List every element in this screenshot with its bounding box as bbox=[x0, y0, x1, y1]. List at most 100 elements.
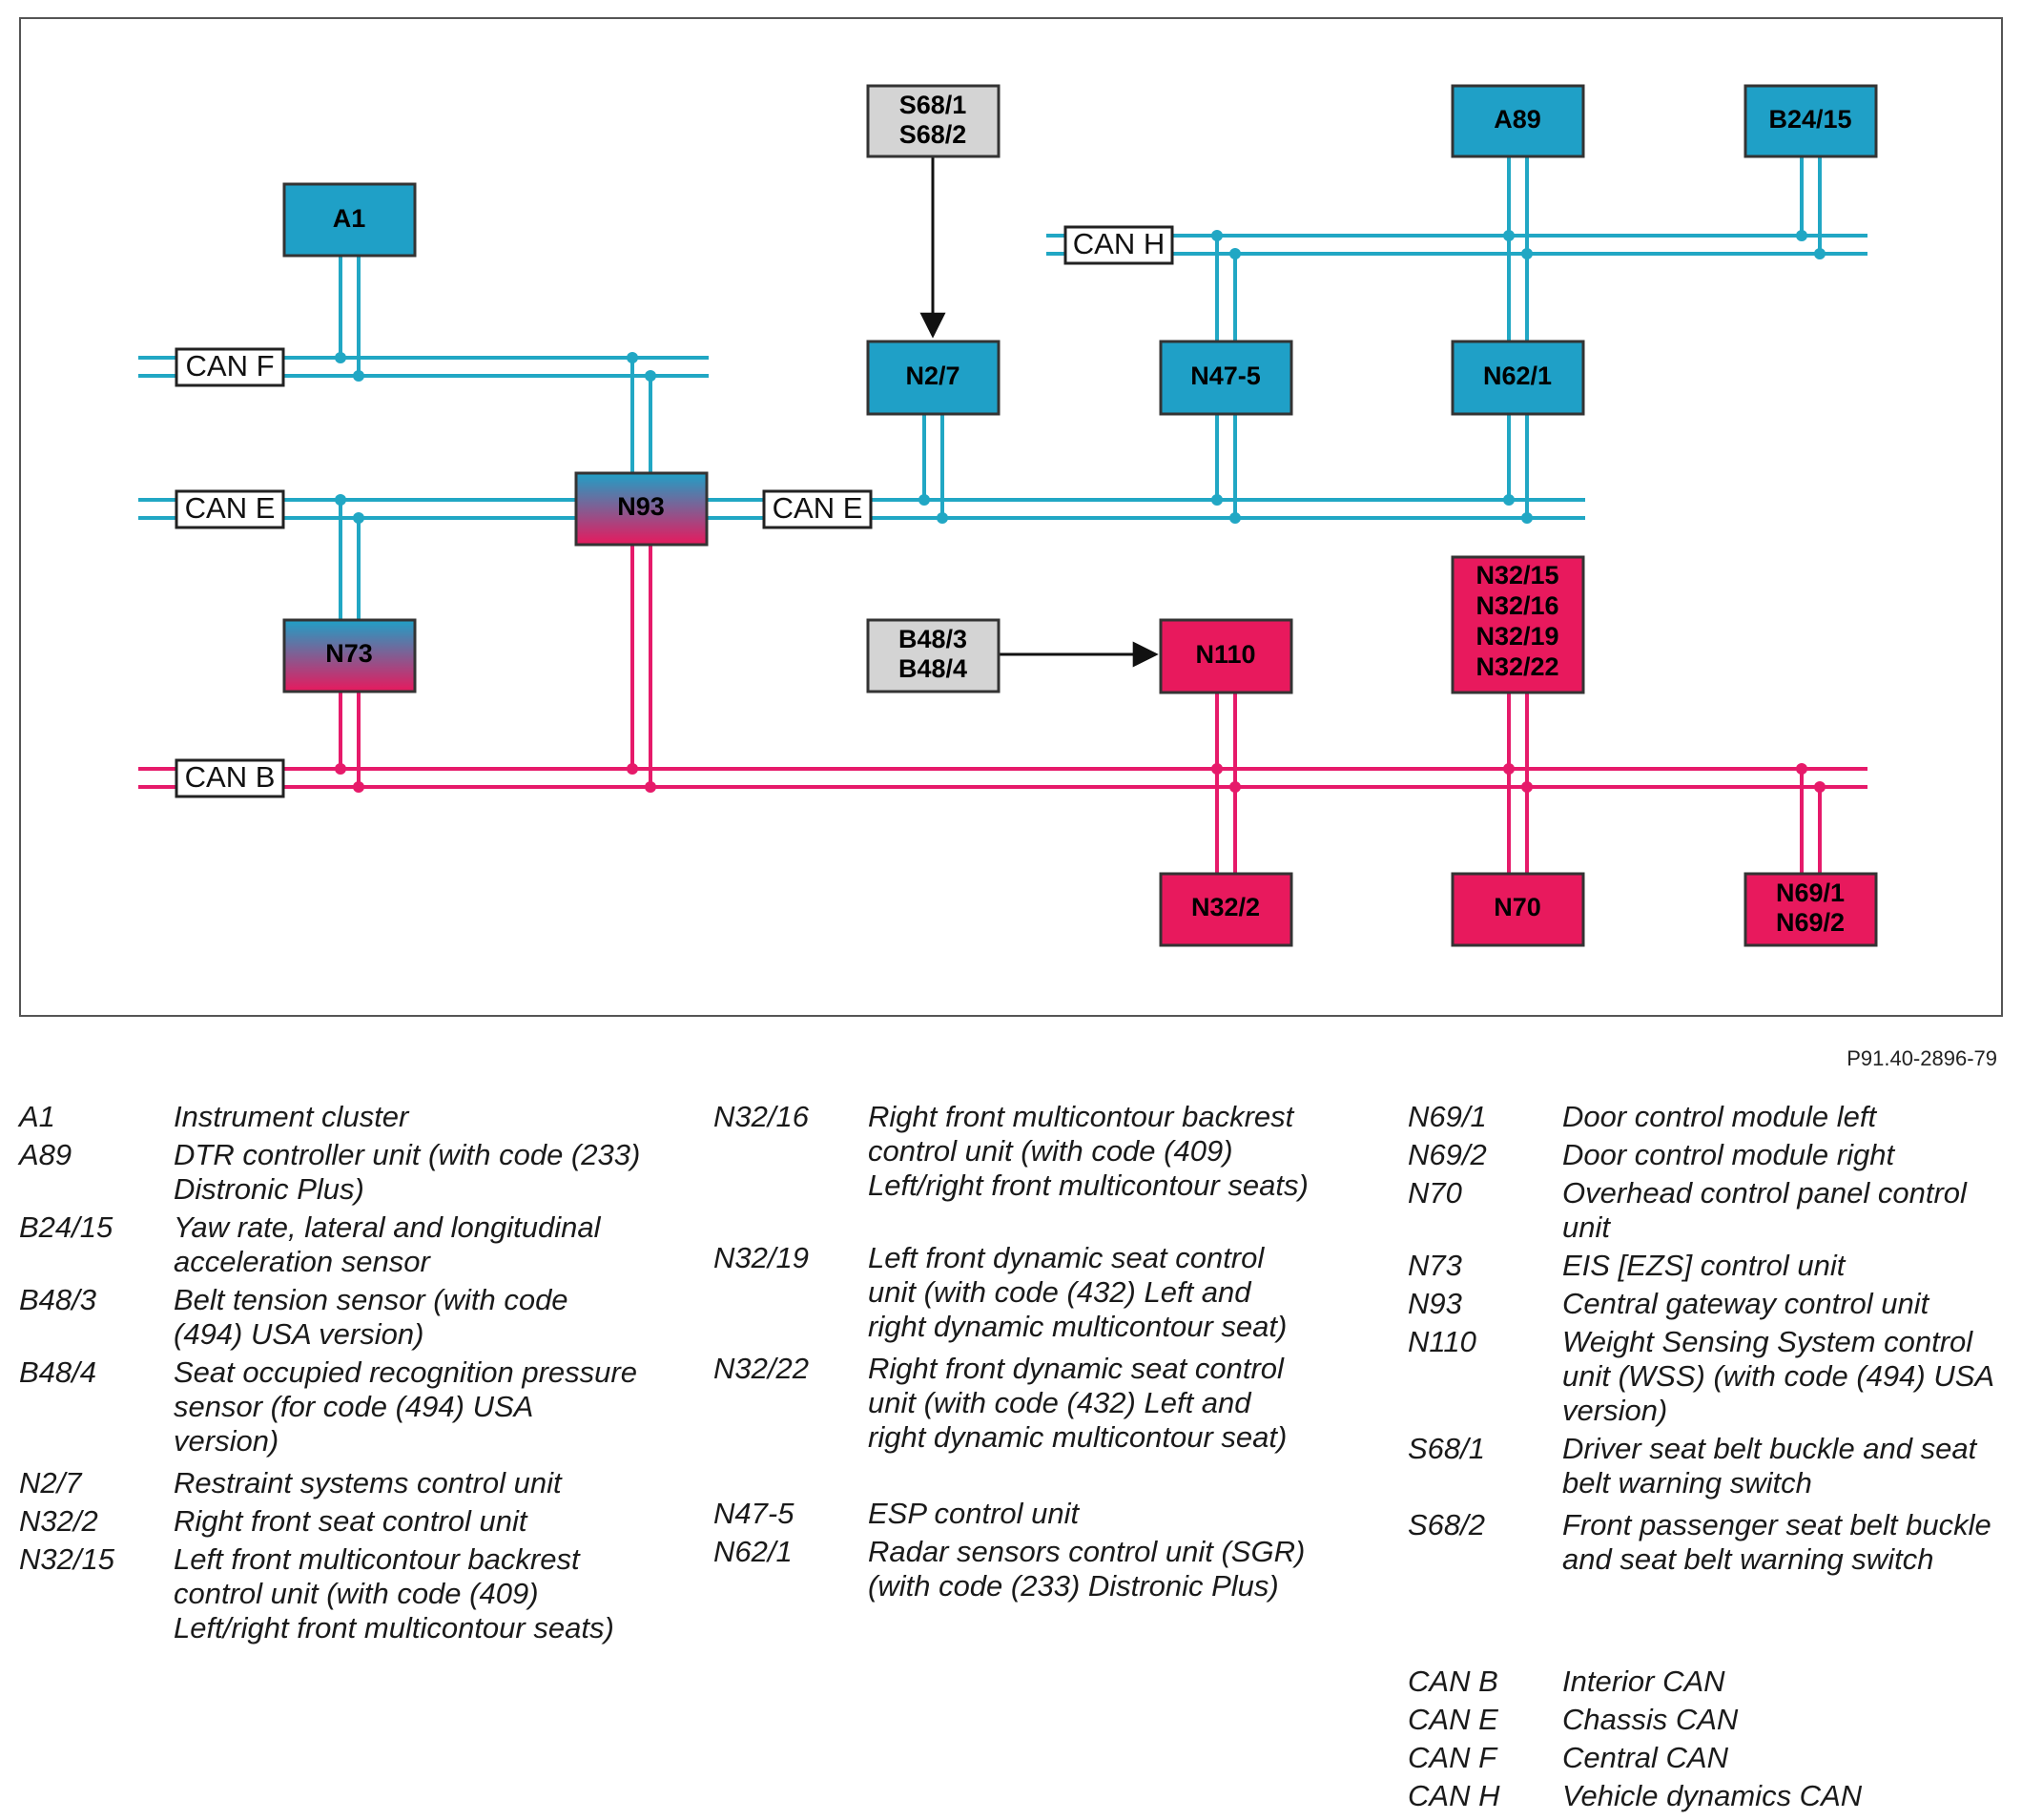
can-e-label-left: CAN E bbox=[175, 489, 285, 529]
legend-key: N70 bbox=[1408, 1176, 1462, 1210]
svg-text:CAN E: CAN E bbox=[185, 491, 276, 525]
module-a89: A89 bbox=[1451, 84, 1585, 158]
legend-description: EIS [EZS] control unit bbox=[1562, 1249, 1846, 1282]
legend-description: Chassis CAN bbox=[1562, 1703, 1739, 1736]
legend-description: Interior CAN bbox=[1562, 1665, 1725, 1698]
module-n110: N110 bbox=[1159, 618, 1293, 694]
svg-text:CAN E: CAN E bbox=[773, 491, 863, 525]
svg-text:B24/15: B24/15 bbox=[1768, 105, 1851, 134]
legend-key: N69/1 bbox=[1408, 1100, 1487, 1133]
legend-description: Right front dynamic seat control unit (w… bbox=[868, 1352, 1288, 1454]
module-n70: N70 bbox=[1451, 872, 1585, 947]
legend-key: N32/2 bbox=[19, 1504, 98, 1538]
svg-text:N110: N110 bbox=[1195, 640, 1255, 669]
legend-description: Door control module left bbox=[1562, 1100, 1877, 1133]
svg-text:N32/15: N32/15 bbox=[1475, 561, 1558, 589]
svg-text:N62/1: N62/1 bbox=[1483, 362, 1552, 390]
svg-text:N69/2: N69/2 bbox=[1776, 908, 1845, 937]
diagram-frame bbox=[19, 17, 2003, 1017]
legend-key: N62/1 bbox=[713, 1535, 793, 1568]
legend-description: Vehicle dynamics CAN bbox=[1562, 1779, 1863, 1812]
legend-description: Seat occupied recognition pressure senso… bbox=[174, 1355, 637, 1458]
legend-description: Belt tension sensor (with code (494) USA… bbox=[174, 1283, 568, 1351]
legend-key: N93 bbox=[1408, 1287, 1462, 1320]
magenta-junctions bbox=[335, 763, 1826, 793]
legend-key: N32/22 bbox=[713, 1352, 809, 1385]
legend-description: Yaw rate, lateral and longitudinal accel… bbox=[174, 1210, 601, 1278]
svg-text:N73: N73 bbox=[325, 639, 373, 668]
legend-key: N110 bbox=[1408, 1325, 1476, 1358]
legend-key: N2/7 bbox=[19, 1466, 82, 1499]
legend-description: Instrument cluster bbox=[174, 1100, 409, 1133]
svg-text:N32/19: N32/19 bbox=[1475, 622, 1558, 651]
svg-text:CAN H: CAN H bbox=[1073, 227, 1165, 260]
svg-text:S68/1: S68/1 bbox=[899, 91, 967, 119]
legend-key: B24/15 bbox=[19, 1210, 113, 1244]
can-e-label-right: CAN E bbox=[762, 489, 873, 529]
module-n62-1: N62/1 bbox=[1451, 340, 1585, 416]
legend-description: Left front dynamic seat control unit (wi… bbox=[868, 1241, 1288, 1343]
module-b24-15: B24/15 bbox=[1743, 84, 1878, 158]
legend-description: Radar sensors control unit (SGR) (with c… bbox=[868, 1535, 1306, 1603]
legend-description: Front passenger seat belt buckle and sea… bbox=[1562, 1508, 1991, 1576]
svg-text:N69/1: N69/1 bbox=[1776, 879, 1845, 907]
svg-text:N32/22: N32/22 bbox=[1475, 652, 1558, 681]
svg-text:B48/3: B48/3 bbox=[898, 625, 967, 653]
svg-text:N32/2: N32/2 bbox=[1191, 893, 1260, 921]
legend-description: Left front multicontour backrest control… bbox=[174, 1542, 614, 1644]
svg-text:N93: N93 bbox=[617, 492, 665, 521]
legend-key: CAN F bbox=[1408, 1741, 1496, 1774]
legend-key: N32/15 bbox=[19, 1542, 114, 1576]
legend-key: N32/19 bbox=[713, 1241, 809, 1274]
module-s68: S68/1 S68/2 bbox=[866, 84, 1001, 158]
svg-text:N70: N70 bbox=[1494, 893, 1541, 921]
svg-text:N2/7: N2/7 bbox=[905, 362, 959, 390]
cyan-junctions bbox=[335, 230, 1826, 524]
legend-key: B48/3 bbox=[19, 1283, 97, 1316]
legend-key: N73 bbox=[1408, 1249, 1462, 1282]
legend-key: CAN H bbox=[1408, 1779, 1500, 1812]
magenta-connectors bbox=[339, 545, 1822, 874]
legend-key: A89 bbox=[19, 1138, 72, 1171]
legend-key: CAN E bbox=[1408, 1703, 1498, 1736]
module-n73: N73 bbox=[282, 618, 417, 693]
legend-description: DTR controller unit (with code (233) Dis… bbox=[174, 1138, 641, 1206]
can-bus-diagram: CAN F CAN E CAN E CAN B CAN H A1 S68/1 S… bbox=[138, 84, 1878, 947]
module-n32-2: N32/2 bbox=[1159, 872, 1293, 947]
svg-text:S68/2: S68/2 bbox=[899, 120, 967, 149]
figure-code: P91.40-2896-79 bbox=[1847, 1046, 1997, 1070]
legend-description: Overhead control panel control unit bbox=[1562, 1176, 1967, 1244]
legend-description: Right front multicontour backrest contro… bbox=[868, 1100, 1309, 1202]
legend-description: Right front seat control unit bbox=[174, 1504, 527, 1538]
can-b-label: CAN B bbox=[175, 758, 285, 798]
bus-lines bbox=[138, 156, 1867, 874]
can-h-bus bbox=[1046, 234, 1867, 256]
legend-key: S68/2 bbox=[1408, 1508, 1486, 1541]
module-a1: A1 bbox=[282, 182, 417, 258]
svg-text:CAN B: CAN B bbox=[185, 760, 276, 794]
module-n93: N93 bbox=[574, 471, 709, 547]
can-b-bus bbox=[138, 767, 1867, 789]
legend-key: N47-5 bbox=[713, 1497, 794, 1530]
legend-key: S68/1 bbox=[1408, 1432, 1486, 1465]
module-n69: N69/1 N69/2 bbox=[1743, 872, 1878, 947]
legend-description: Central gateway control unit bbox=[1562, 1287, 1929, 1320]
legend-key: B48/4 bbox=[19, 1355, 97, 1389]
svg-text:A89: A89 bbox=[1494, 105, 1541, 134]
svg-text:A1: A1 bbox=[333, 204, 366, 233]
can-h-label: CAN H bbox=[1063, 225, 1174, 265]
module-n2-7: N2/7 bbox=[866, 340, 1001, 416]
module-n47-5: N47-5 bbox=[1159, 340, 1293, 416]
legend-description: Weight Sensing System control unit (WSS)… bbox=[1562, 1325, 1993, 1427]
svg-text:B48/4: B48/4 bbox=[898, 654, 967, 683]
legend-description: Door control module right bbox=[1562, 1138, 1895, 1171]
legend-description: ESP control unit bbox=[868, 1497, 1080, 1530]
legend-key: N69/2 bbox=[1408, 1138, 1487, 1171]
svg-text:N47-5: N47-5 bbox=[1190, 362, 1261, 390]
svg-text:CAN F: CAN F bbox=[186, 349, 275, 383]
legend-description: Restraint systems control unit bbox=[174, 1466, 562, 1499]
legend-description: Central CAN bbox=[1562, 1741, 1728, 1774]
module-n32-group: N32/15 N32/16 N32/19 N32/22 bbox=[1451, 555, 1585, 694]
module-b48: B48/3 B48/4 bbox=[866, 618, 1001, 693]
svg-text:N32/16: N32/16 bbox=[1475, 591, 1558, 620]
